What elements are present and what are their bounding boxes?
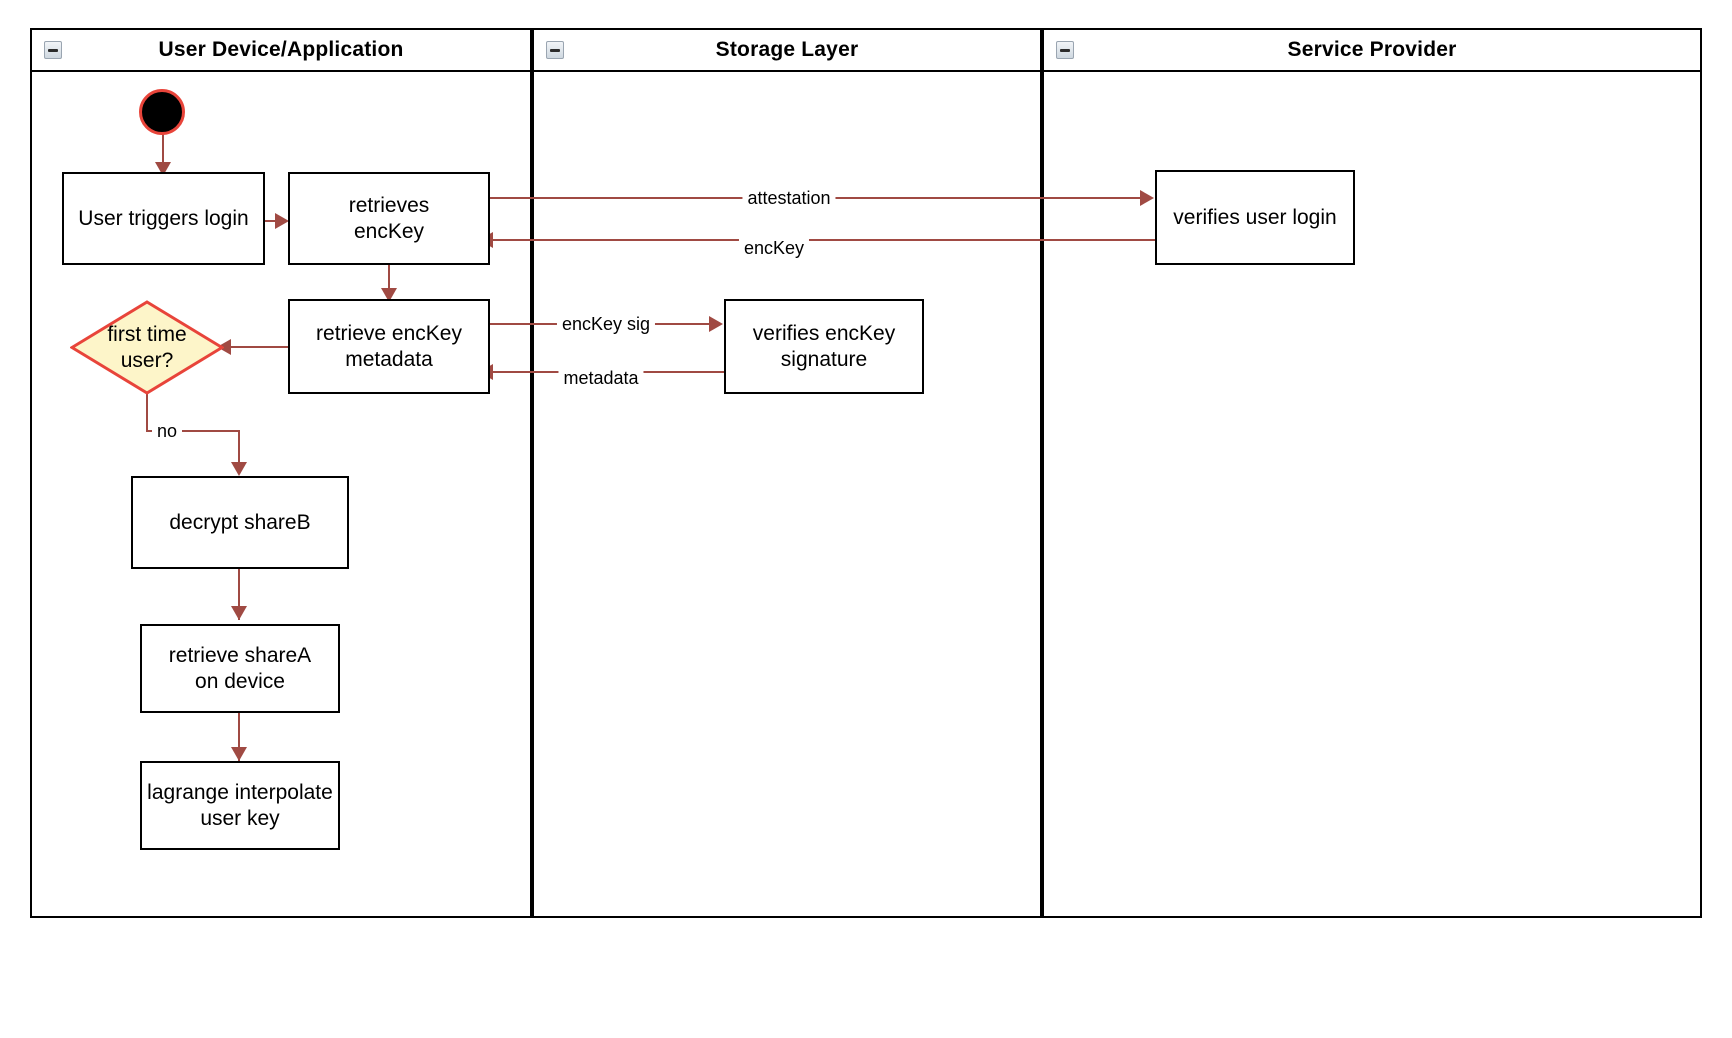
node-label-line2: metadata bbox=[345, 347, 433, 371]
node-retrieve-sharea[interactable]: retrieve shareA on device bbox=[140, 624, 340, 713]
node-lagrange-interpolate[interactable]: lagrange interpolate user key bbox=[140, 761, 340, 850]
edge-decision-no-seg-drop bbox=[238, 430, 240, 470]
edge-enckey-return bbox=[492, 239, 1155, 241]
node-label: User triggers login bbox=[78, 206, 249, 230]
edge-metadata-to-decision bbox=[230, 346, 288, 348]
edge-decision-no-seg-right bbox=[146, 430, 240, 432]
collapse-minus-icon[interactable] bbox=[546, 41, 564, 59]
collapse-minus-icon[interactable] bbox=[1056, 41, 1074, 59]
node-retrieves-enckey[interactable]: retrieves encKey bbox=[288, 172, 490, 265]
node-label-line1: retrieves bbox=[348, 193, 430, 217]
decision-label-line2: user? bbox=[120, 348, 174, 372]
arrowhead-retrieves-to-metadata bbox=[381, 288, 397, 302]
node-label-line2: encKey bbox=[353, 219, 425, 243]
node-label: verifies user login bbox=[1173, 205, 1337, 229]
node-verifies-enckey-signature[interactable]: verifies encKey signature bbox=[724, 299, 924, 394]
diamond-shape bbox=[70, 300, 224, 395]
edge-shareb-to-sharea bbox=[238, 569, 240, 620]
node-first-time-user-decision[interactable]: first time user? bbox=[70, 300, 224, 395]
arrowhead-login-to-retrieves bbox=[275, 213, 289, 229]
node-label-line2: user key bbox=[200, 806, 280, 830]
swimlane-header-storage-layer[interactable]: Storage Layer bbox=[534, 30, 1040, 72]
node-label-line1: lagrange interpolate bbox=[147, 780, 333, 804]
edge-label-metadata-return: metadata bbox=[558, 369, 644, 387]
swimlane-service-provider[interactable]: Service Provider bbox=[1042, 28, 1702, 918]
arrowhead-enckey-sig bbox=[709, 316, 723, 332]
node-label-line1: retrieve shareA bbox=[168, 643, 312, 667]
edge-login-to-retrieves bbox=[265, 220, 279, 222]
swimlane-storage-layer[interactable]: Storage Layer bbox=[532, 28, 1042, 918]
node-label-line2: signature bbox=[780, 347, 868, 371]
node-verifies-user-login[interactable]: verifies user login bbox=[1155, 170, 1355, 265]
swimlane-title-service-provider: Service Provider bbox=[1287, 38, 1457, 61]
swimlane-title-storage-layer: Storage Layer bbox=[715, 38, 859, 61]
node-decrypt-shareb[interactable]: decrypt shareB bbox=[131, 476, 349, 569]
arrowhead-attestation bbox=[1140, 190, 1154, 206]
node-label-line1: retrieve encKey bbox=[316, 321, 462, 345]
edge-label-enckey-sig: encKey sig bbox=[556, 315, 656, 333]
swimlane-title-user-device: User Device/Application bbox=[158, 38, 404, 61]
node-label-line2: on device bbox=[195, 669, 285, 693]
edge-label-enckey-return: encKey bbox=[738, 239, 810, 257]
swimlane-header-user-device[interactable]: User Device/Application bbox=[32, 30, 530, 72]
edge-decision-no-seg-down bbox=[146, 394, 148, 431]
decision-label-line1: first time bbox=[107, 323, 187, 347]
node-label-line1: verifies encKey bbox=[752, 321, 896, 345]
arrowhead-decision-no bbox=[231, 462, 247, 476]
start-node[interactable] bbox=[139, 89, 185, 135]
collapse-minus-icon[interactable] bbox=[44, 41, 62, 59]
node-retrieve-enckey-metadata[interactable]: retrieve encKey metadata bbox=[288, 299, 490, 394]
arrowhead-shareb-to-sharea bbox=[231, 606, 247, 620]
edge-label-attestation: attestation bbox=[742, 189, 836, 207]
arrowhead-metadata-to-decision bbox=[217, 339, 231, 355]
edge-retrieves-to-metadata bbox=[388, 265, 390, 295]
edge-sharea-to-lagrange bbox=[238, 713, 240, 761]
node-label: decrypt shareB bbox=[169, 510, 311, 534]
decision-label: first time user? bbox=[70, 300, 224, 395]
edge-label-decision-no: no bbox=[152, 422, 183, 440]
arrowhead-sharea-to-lagrange bbox=[231, 747, 247, 761]
node-user-triggers-login[interactable]: User triggers login bbox=[62, 172, 265, 265]
swimlane-header-service-provider[interactable]: Service Provider bbox=[1044, 30, 1700, 72]
edge-start-to-login bbox=[162, 131, 164, 167]
